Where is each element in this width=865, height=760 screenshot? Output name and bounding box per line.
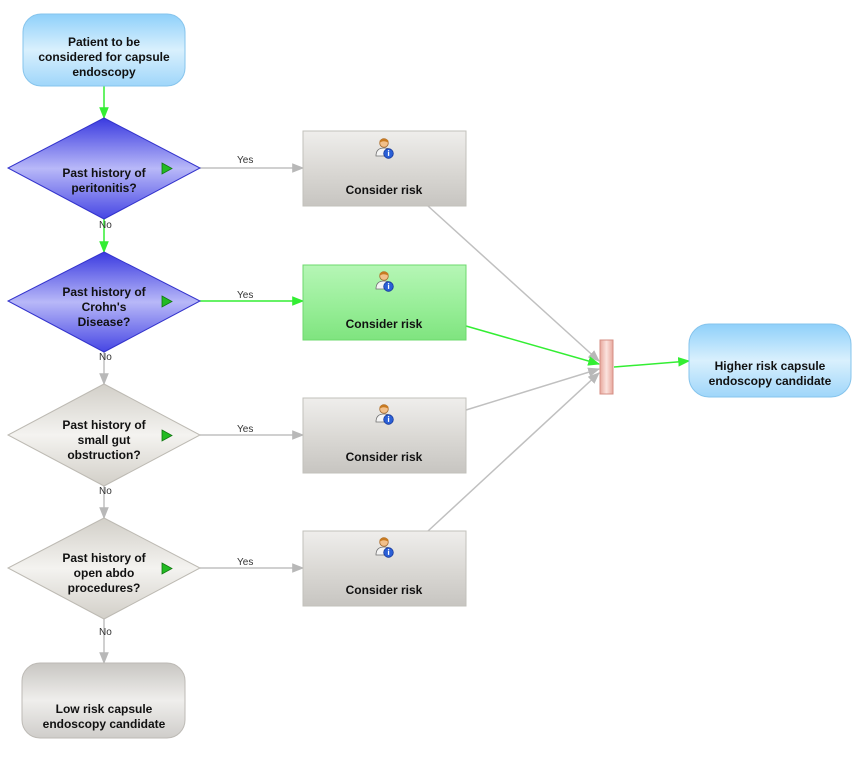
no-label-gut: No [99,486,112,497]
edge-action2-to-join [465,325,601,366]
edge-action1-to-join [427,205,600,362]
low-risk-line-2: endoscopy candidate [43,717,166,731]
action-1-label: Consider risk [346,183,423,197]
decision-gut-line-3: obstruction? [67,448,140,462]
action-consider-risk-4[interactable]: Consider risk [302,530,467,607]
decision-small-gut[interactable]: Past history of small gut obstruction? [6,383,202,487]
start-node-line-3: endoscopy [72,65,136,79]
edge-join-to-high-risk [613,357,691,368]
edge-action3-to-join [465,367,601,411]
action-2-label: Consider risk [346,317,423,331]
play-triangle-icon[interactable] [161,562,173,575]
decision-crohns[interactable]: Past history of Crohn's Disease? [6,251,202,353]
decision-abdo-line-2: open abdo [74,566,135,580]
decision-abdo-line-1: Past history of [62,551,146,565]
high-risk-node[interactable]: Higher risk capsule endoscopy candidate [688,323,852,398]
decision-crohns-line-1: Past history of [62,285,146,299]
decision-open-abdo[interactable]: Past history of open abdo procedures? [6,517,202,620]
decision-gut-line-1: Past history of [62,418,146,432]
decision-peritonitis-line-1: Past history of [62,166,146,180]
yes-label-peritonitis: Yes [237,155,253,166]
no-label-crohns: No [99,352,112,363]
no-label-abdo: No [99,627,112,638]
low-risk-node[interactable]: Low risk capsule endoscopy candidate [21,662,186,739]
start-node-line-1: Patient to be [68,35,140,49]
start-node-line-2: considered for capsule [38,50,170,64]
action-4-label: Consider risk [346,583,423,597]
action-consider-risk-1[interactable]: Consider risk [302,130,467,207]
edges [99,86,691,665]
action-3-label: Consider risk [346,450,423,464]
decision-peritonitis[interactable]: Past history of peritonitis? [6,117,202,220]
high-risk-line-1: Higher risk capsule [715,359,826,373]
low-risk-line-1: Low risk capsule [56,702,153,716]
edge-labels: Yes Yes Yes Yes No No No No [99,155,253,638]
play-triangle-icon[interactable] [161,162,173,175]
high-risk-line-2: endoscopy candidate [709,374,832,388]
decision-crohns-line-3: Disease? [78,315,131,329]
no-label-peritonitis: No [99,220,112,231]
yes-label-crohns: Yes [237,290,253,301]
action-consider-risk-2[interactable]: Consider risk [302,264,467,341]
decision-peritonitis-line-2: peritonitis? [71,181,136,195]
decision-gut-line-2: small gut [78,433,131,447]
decision-abdo-line-3: procedures? [68,581,141,595]
start-node[interactable]: Patient to be considered for capsule end… [22,13,186,87]
edge-action4-to-join [427,372,600,532]
decision-crohns-line-2: Crohn's [82,300,127,314]
play-triangle-icon[interactable] [161,429,173,442]
yes-label-abdo: Yes [237,557,253,568]
play-triangle-icon[interactable] [161,295,173,308]
join-bar[interactable] [599,339,614,395]
yes-label-gut: Yes [237,424,253,435]
action-consider-risk-3[interactable]: Consider risk [302,397,467,474]
